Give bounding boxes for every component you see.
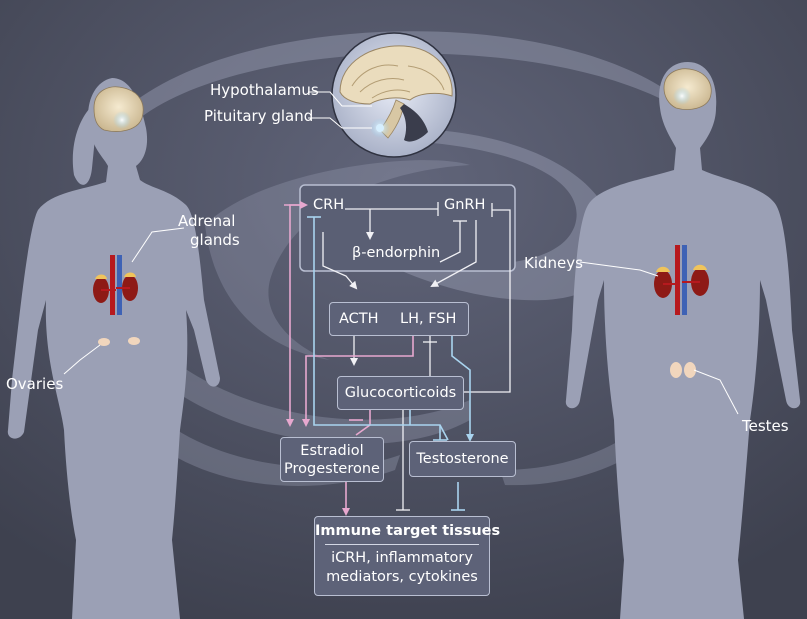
pituitary-hormones-box: ACTH LH, FSH [329, 302, 469, 336]
immune-target-tissues-box: Immune target tissues iCRH, inflammatory… [314, 516, 501, 596]
label-hypothalamus: Hypothalamus [210, 81, 319, 99]
node-beta-endorphin: β-endorphin [352, 245, 441, 261]
node-crh: CRH [313, 197, 345, 213]
node-estradiol: Estradiol [300, 443, 364, 459]
immune-line2: mediators, cytokines [326, 569, 478, 585]
female-silhouette [7, 78, 220, 619]
glucocorticoids-box: Glucocorticoids [337, 376, 464, 410]
right-testis [684, 362, 696, 378]
male-silhouette [565, 62, 801, 619]
male-brain [663, 68, 712, 110]
label-adrenal-line2: glands [190, 231, 240, 249]
node-acth: ACTH [339, 311, 379, 327]
brain-cross-section [331, 32, 457, 158]
blue-pathway [307, 216, 474, 511]
label-pituitary-gland: Pituitary gland [204, 107, 314, 125]
node-progesterone: Progesterone [284, 461, 380, 477]
node-glucocorticoids: Glucocorticoids [344, 385, 457, 401]
immune-line1: iCRH, inflammatory [331, 550, 473, 566]
node-gnrh: GnRH [444, 197, 486, 213]
pink-pathway [284, 201, 414, 516]
node-testosterone: Testosterone [416, 451, 509, 467]
label-kidneys: Kidneys [524, 254, 583, 272]
female-kidneys [93, 255, 138, 315]
leader-lines [63, 91, 739, 415]
label-testes: Testes [742, 417, 789, 435]
right-ovary [128, 337, 140, 345]
estradiol-progesterone-box: Estradiol Progesterone [280, 437, 384, 482]
left-testis [670, 362, 682, 378]
swirl-bands [130, 31, 690, 360]
immune-title: Immune target tissues [315, 523, 501, 539]
testosterone-box: Testosterone [409, 441, 516, 477]
immune-divider [325, 544, 479, 545]
label-adrenal-line1: Adrenal [178, 212, 236, 230]
male-kidneys [654, 245, 709, 315]
female-brain [93, 86, 144, 132]
label-ovaries: Ovaries [6, 375, 64, 393]
white-connectors [322, 202, 511, 511]
left-ovary [98, 338, 110, 346]
hypothalamus-panel [299, 184, 516, 272]
node-lh-fsh: LH, FSH [400, 311, 457, 327]
